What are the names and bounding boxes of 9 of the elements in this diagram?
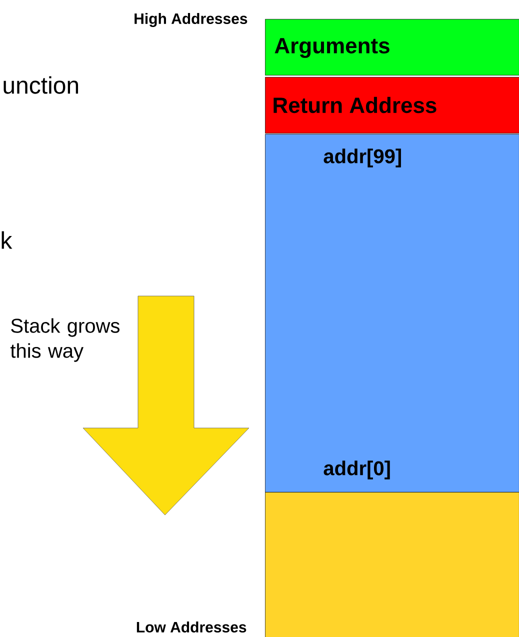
stack-segment — [265, 492, 519, 637]
low-addresses-label: Low Addresses — [136, 622, 246, 632]
stack-segment: addr[99] addr[0] — [265, 134, 519, 492]
arrow-caption: Stack grows this way — [10, 318, 120, 362]
high-addresses-label: High Addresses — [134, 12, 248, 28]
stack-segment: Return Address — [265, 77, 519, 134]
heading-text: k — [2, 231, 12, 249]
stack-segment: Arguments — [265, 19, 519, 76]
heading-text: unction — [4, 76, 78, 94]
